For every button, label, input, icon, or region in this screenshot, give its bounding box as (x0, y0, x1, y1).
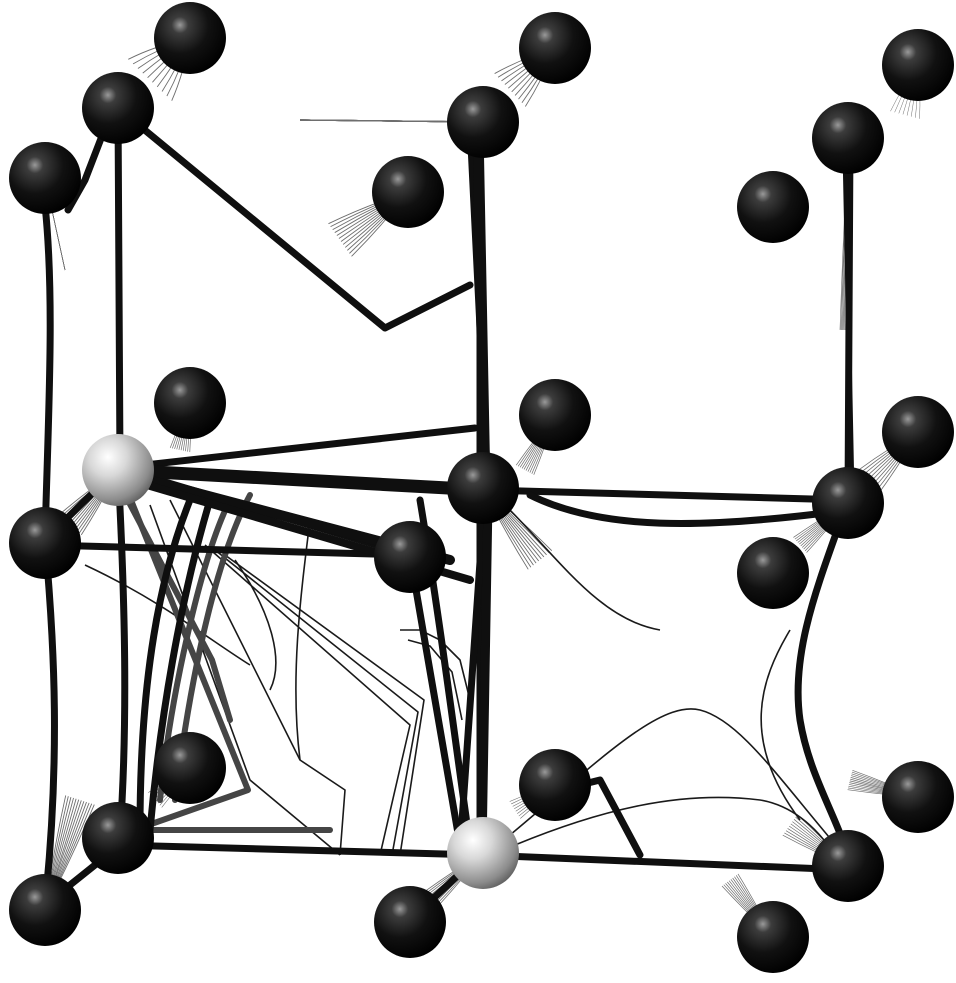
bond (118, 468, 125, 835)
dark-atom (519, 379, 591, 451)
dark-atom (812, 830, 884, 902)
dark-atom (882, 29, 954, 101)
dark-atom (154, 732, 226, 804)
dark-atom (82, 72, 154, 144)
light-atom (447, 817, 519, 889)
dark-atom (9, 142, 81, 214)
thin-path (215, 550, 418, 855)
dark-atom (447, 452, 519, 524)
dark-atom (882, 396, 954, 468)
dark-atom (447, 86, 519, 158)
dark-atom (882, 761, 954, 833)
bond (482, 500, 488, 850)
thin-path (296, 520, 310, 760)
bond (118, 428, 475, 468)
dark-atom (372, 156, 444, 228)
bond (45, 205, 50, 540)
dark-atom (9, 507, 81, 579)
bond (478, 130, 485, 490)
dark-atom (9, 874, 81, 946)
dark-atom (737, 537, 809, 609)
bond (45, 540, 54, 905)
bond (120, 845, 480, 855)
dark-atom (154, 2, 226, 74)
dark-atom (82, 802, 154, 874)
dark-atom (154, 367, 226, 439)
bond (480, 855, 850, 870)
light-atom (82, 434, 154, 506)
dark-atom (374, 521, 446, 593)
dark-atom (519, 749, 591, 821)
thin-path (761, 630, 800, 820)
dark-atom (519, 12, 591, 84)
dark-atom (812, 102, 884, 174)
bond (118, 108, 120, 465)
dark-atom (374, 886, 446, 958)
dark-atom (737, 901, 809, 973)
thin-path (225, 555, 424, 855)
dark-atom (737, 171, 809, 243)
thin-path (205, 545, 410, 855)
dark-atom (812, 467, 884, 539)
